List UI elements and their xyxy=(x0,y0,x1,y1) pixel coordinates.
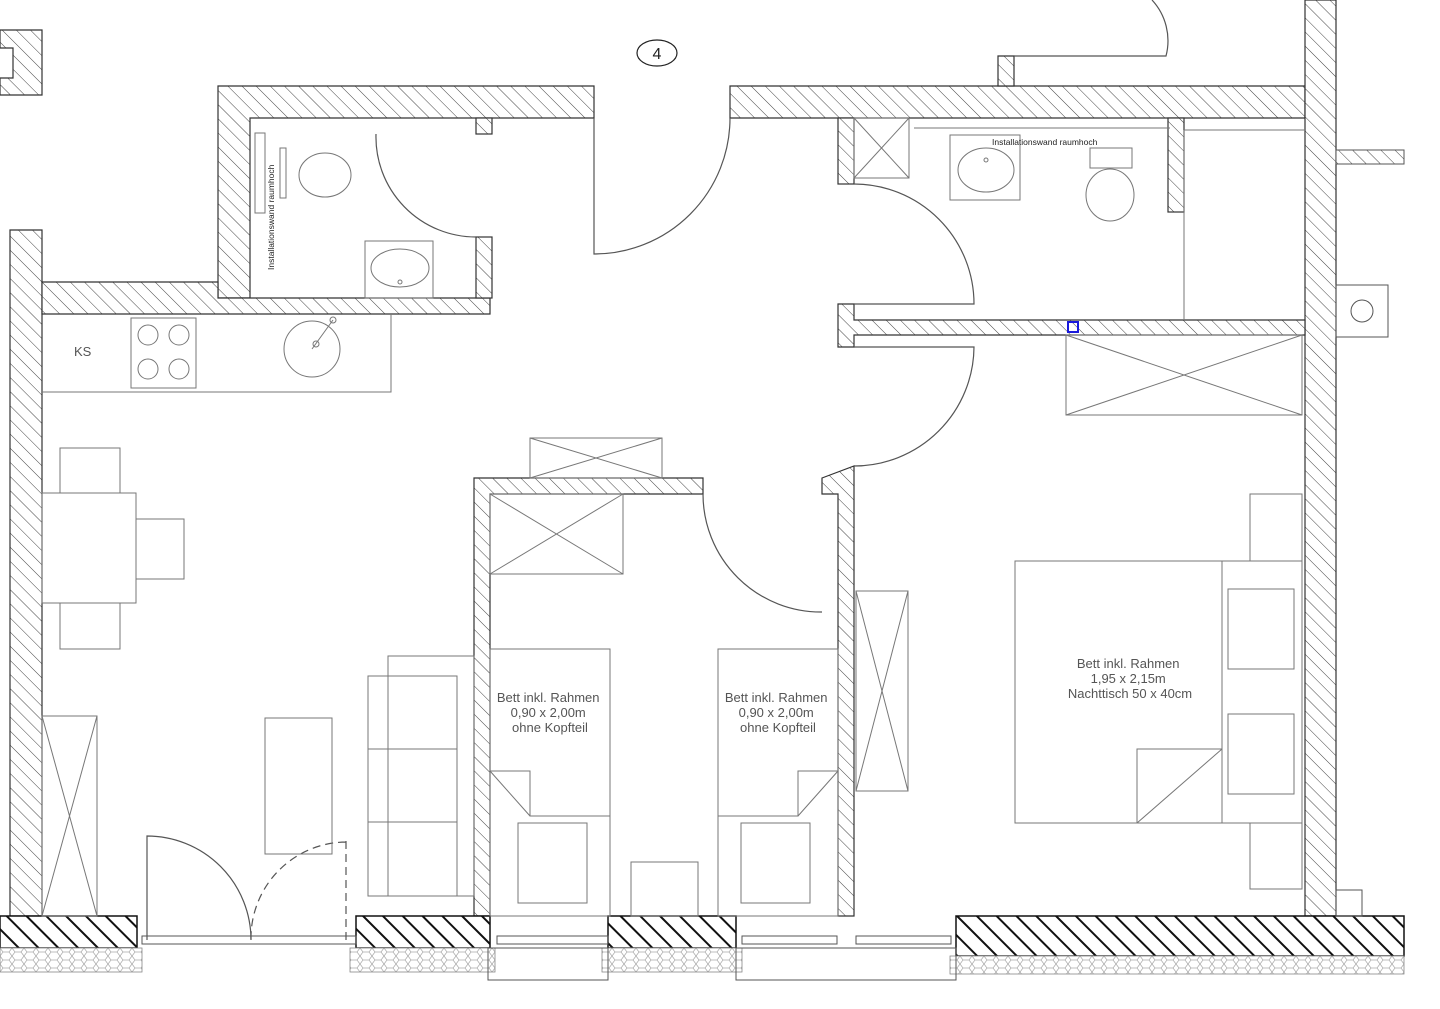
bedroom-door[interactable] xyxy=(853,346,975,467)
bed-left-line-1: Bett inkl. Rahmen xyxy=(497,690,600,705)
bed-double-line-2: 1,95 x 2,15m xyxy=(1091,671,1166,686)
kids-room-door[interactable] xyxy=(702,493,823,613)
bed-label-double: Bett inkl. Rahmen 1,95 x 2,15m Nachttisc… xyxy=(1068,656,1192,701)
bed-middle-line-2: 0,90 x 2,00m xyxy=(739,705,814,720)
install-wall-right-label: Installationswand raumhoch xyxy=(992,137,1098,147)
bed-label-left: Bett inkl. Rahmen 0,90 x 2,00m ohne Kopf… xyxy=(497,690,603,735)
sofa xyxy=(367,675,458,897)
wall-east xyxy=(1304,0,1337,917)
bed-left-line-2: 0,90 x 2,00m xyxy=(511,705,586,720)
bed-middle-line-1: Bett inkl. Rahmen xyxy=(725,690,828,705)
kitchen-counter xyxy=(42,314,392,393)
balcony-door-right[interactable] xyxy=(250,840,347,941)
bath-door[interactable] xyxy=(853,183,975,305)
labels: 4 Installationswand raumhoch Installatio… xyxy=(74,39,1192,735)
dining-table xyxy=(41,492,137,604)
bed-left-line-3: ohne Kopfteil xyxy=(512,720,588,735)
install-wall-left-label: Installationswand raumhoch xyxy=(266,164,276,270)
bed-label-middle: Bett inkl. Rahmen 0,90 x 2,00m ohne Kopf… xyxy=(725,690,831,735)
bed-double-line-1: Bett inkl. Rahmen xyxy=(1077,656,1180,671)
fridge-label: KS xyxy=(74,344,92,359)
wardrobe-living xyxy=(41,715,98,917)
sink-right xyxy=(957,147,1015,193)
wall-fragment-top-left xyxy=(0,29,43,96)
wc-door[interactable] xyxy=(375,133,477,238)
wardrobe-bedroom xyxy=(855,590,909,792)
walls xyxy=(0,0,1337,917)
wall-north-right xyxy=(729,85,1306,119)
wall-bedroom-north xyxy=(837,303,1306,348)
bed-double-line-3: Nachttisch 50 x 40cm xyxy=(1068,686,1192,701)
wall-bath-right-stub xyxy=(1167,117,1185,213)
bed-middle xyxy=(717,648,839,917)
wall-west xyxy=(9,229,43,917)
facade-south xyxy=(0,915,1405,975)
bed-middle-line-3: ohne Kopfteil xyxy=(740,720,816,735)
wall-wc-stub-top xyxy=(475,117,493,135)
unit-number-badge xyxy=(636,39,678,67)
doors xyxy=(146,0,1169,941)
toilet-right xyxy=(1085,168,1135,222)
bed-left xyxy=(489,648,611,917)
kitchen-sink xyxy=(283,320,341,378)
toilet-left xyxy=(298,152,352,198)
unit-number: 4 xyxy=(653,46,662,63)
wall-top-right-piece xyxy=(997,55,1015,87)
stove xyxy=(130,317,197,389)
wall-bath-left-top xyxy=(837,117,855,185)
wall-wc-stub-bottom xyxy=(475,236,493,299)
windows xyxy=(141,149,1405,981)
entrance-door[interactable] xyxy=(593,117,731,255)
balcony-door-left[interactable] xyxy=(146,835,252,941)
wardrobe-kids xyxy=(489,493,624,575)
sink-left xyxy=(370,248,430,288)
selection-marker[interactable] xyxy=(1067,321,1079,333)
furniture xyxy=(41,117,1305,917)
